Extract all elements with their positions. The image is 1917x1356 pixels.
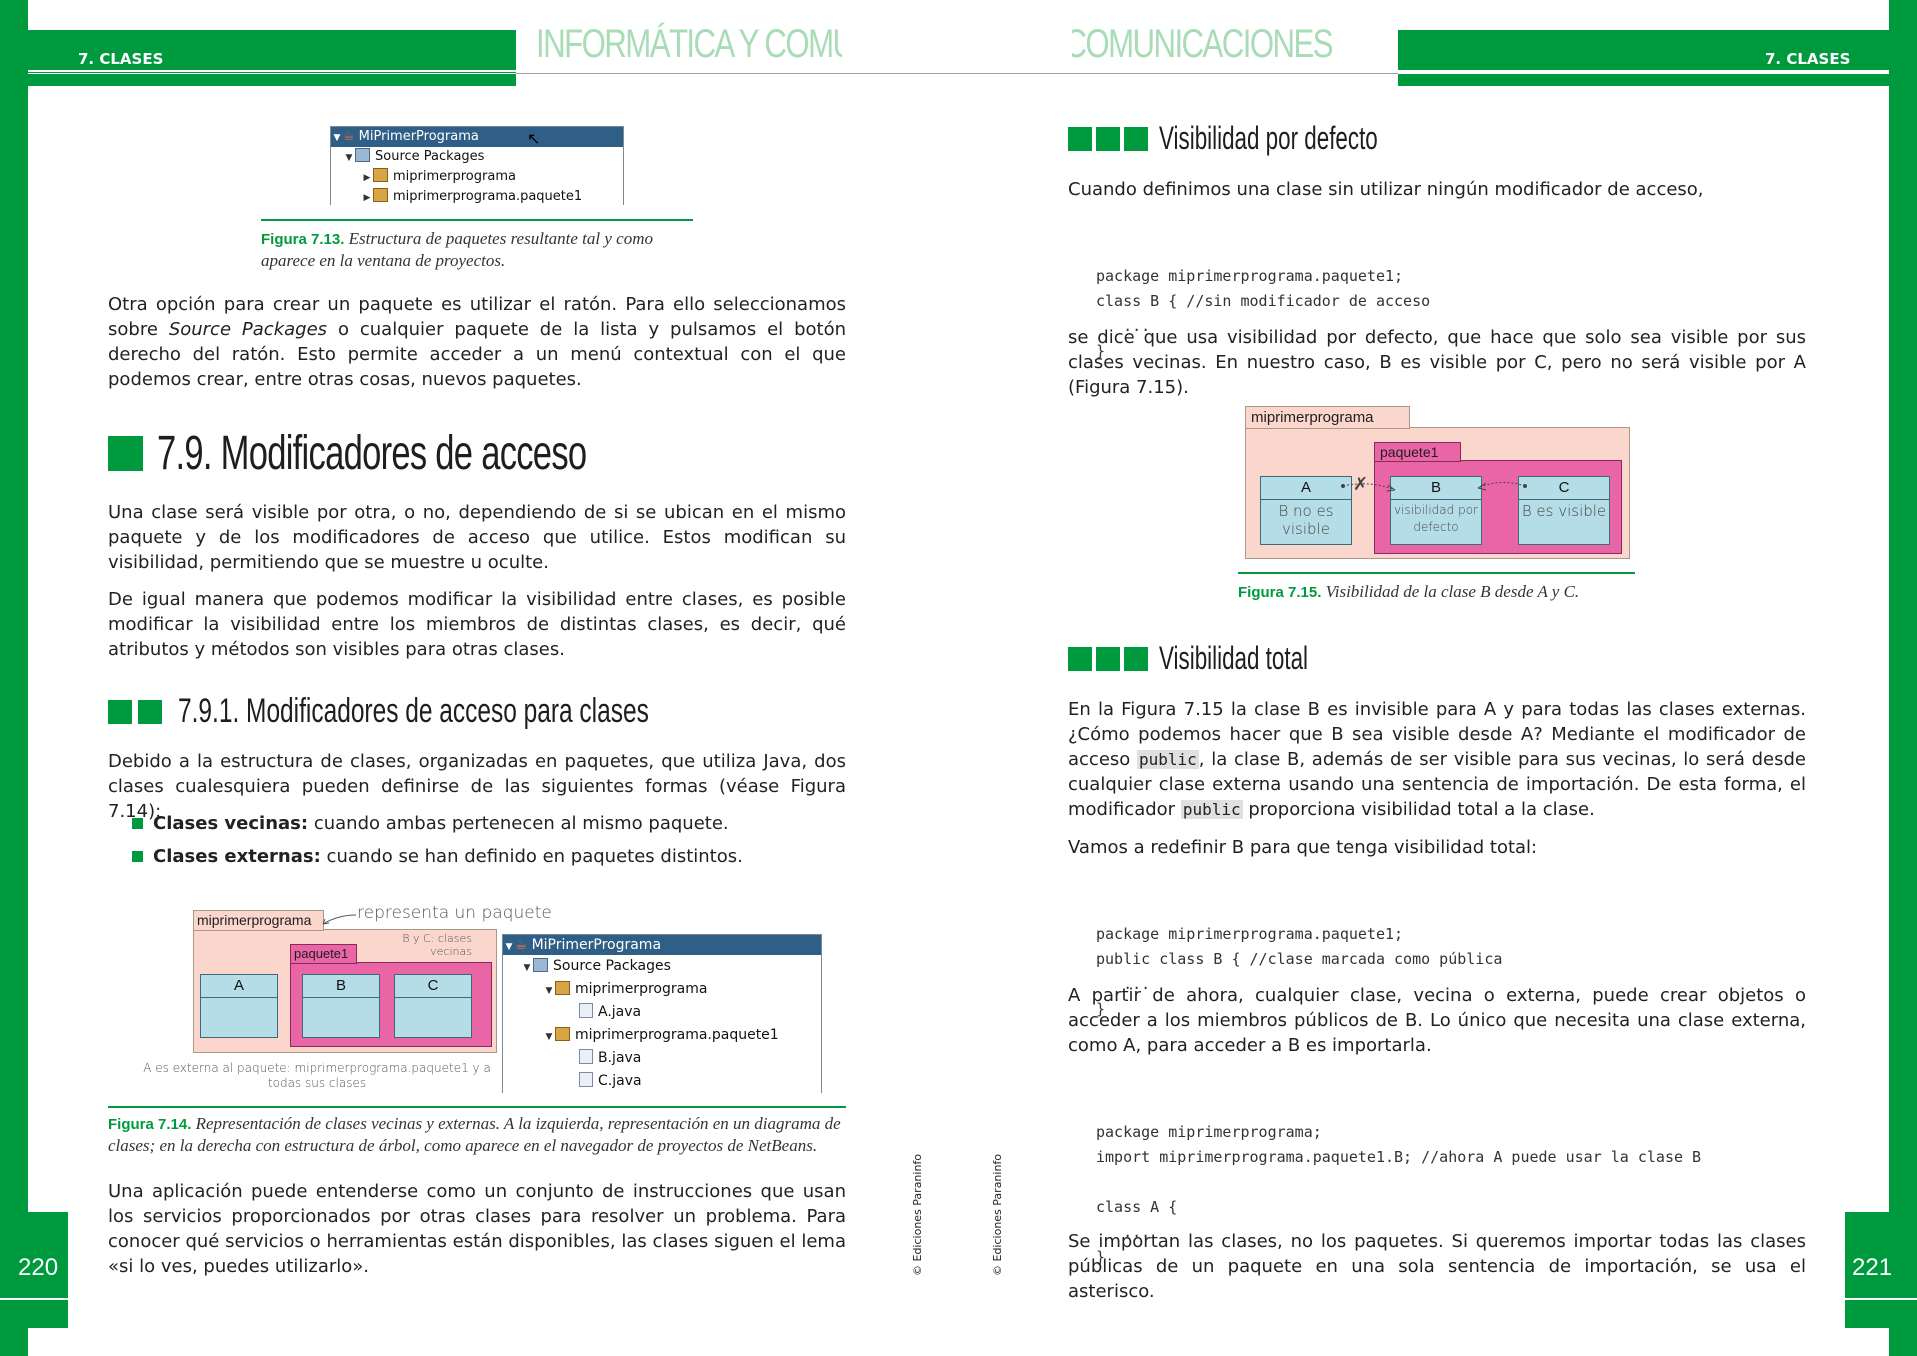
tree14-file-c[interactable]: C.java [503, 1070, 821, 1093]
fig14-caption: Figura 7.14. Representación de clases ve… [108, 1113, 848, 1156]
fig15-package-tab: miprimerprograma [1245, 406, 1410, 429]
page-tab-right [1845, 1212, 1917, 1328]
h-default-square-2 [1096, 127, 1120, 151]
bullet-marker-1 [132, 818, 143, 829]
left-para-5: Una aplicación puede entenderse como un … [108, 1181, 846, 1277]
heading-visibilidad-defecto: Visibilidad por defecto [1159, 120, 1378, 156]
tree-package-main[interactable]: ▶miprimerprograma [363, 168, 516, 184]
code-block-1: package miprimerprograma.paquete1;class … [1096, 267, 1431, 360]
tree14-root[interactable]: ▼☕MiPrimerPrograma [503, 935, 821, 955]
fig14-annotation-mid: B y C: clases vecinas [402, 932, 472, 958]
right-para-1: Cuando definimos una clase sin utilizar … [1068, 179, 1704, 200]
fig14-annotation-top: representa un paquete [357, 903, 552, 923]
fig13-caption-rule [261, 219, 693, 221]
fig14-class-b: B [302, 974, 380, 1038]
header-right-strip [1398, 74, 1889, 86]
copyright-left: © Ediciones Paraninfo [911, 1153, 924, 1276]
fig14-class-a: A [200, 974, 278, 1038]
right-para-3: En la Figura 7.15 la clase B es invisibl… [1068, 699, 1806, 820]
code-block-3: package miprimerprograma;import miprimer… [1096, 1123, 1702, 1266]
fig15-caption-rule [1238, 572, 1635, 574]
left-para-2: Una clase será visible por otra, o no, d… [108, 502, 846, 573]
fig14-project-tree: ▼☕MiPrimerPrograma ▼Source Packages ▼mip… [502, 934, 822, 1093]
left-para-3: De igual manera que podemos modificar la… [108, 589, 846, 660]
fig15-class-c: C B es visible [1518, 476, 1610, 545]
fig15-caption: Figura 7.15. Visibilidad de la clase B d… [1238, 581, 1658, 603]
fig14-subpackage-tab: paquete1 [290, 944, 357, 964]
fig15-caption-label: Figura 7.15. [1238, 584, 1322, 601]
h-total-square-2 [1096, 647, 1120, 671]
bullet-marker-2 [132, 851, 143, 862]
header-left-strip [28, 74, 516, 86]
right-border [1889, 0, 1917, 1356]
keyword-public-1: public [1137, 750, 1199, 769]
heading-visibilidad-total: Visibilidad total [1159, 640, 1309, 676]
fig14-annotation-bottom: A es externa al paquete: miprimerprogram… [143, 1061, 491, 1090]
right-para-4: Vamos a redefinir B para que tenga visib… [1068, 837, 1538, 858]
fig15-subpackage-tab: paquete1 [1374, 442, 1461, 462]
right-para-6: Se importan las clases, no los paquetes.… [1068, 1231, 1806, 1302]
fig15-class-b: B visibilidad por defecto [1390, 476, 1482, 545]
fig14-class-c: C [394, 974, 472, 1038]
code-block-2: package miprimerprograma.paquete1;public… [1096, 925, 1503, 1018]
subsection-heading: 7.9.1. Modificadores de acceso para clas… [178, 692, 649, 730]
title-right-clip: INFORMÁTICA Y COMUNICACIONES [1072, 22, 1382, 72]
fig13-caption-text: Estructura de paquetes resultante tal y … [261, 229, 653, 270]
right-para-2: se dice que usa visibilidad por defecto,… [1068, 327, 1806, 398]
fig15-class-a: A B no es visible [1260, 476, 1352, 545]
fig13-project-tree: ▼☕MiPrimerPrograma↖ ▼Source Packages ▶mi… [330, 126, 624, 205]
chapter-label-right: 7. CLASES [1765, 50, 1851, 68]
keyword-public-2: public [1180, 800, 1243, 819]
copyright-right: © Ediciones Paraninfo [991, 1153, 1004, 1276]
fig13-caption: Figura 7.13. Estructura de paquetes resu… [261, 228, 701, 271]
page-number-right: 221 [1852, 1254, 1893, 1281]
fig14-caption-rule [108, 1106, 846, 1108]
left-para-1: Otra opción para crear un paquete es uti… [108, 294, 846, 390]
header-rule-left [28, 72, 516, 73]
h-total-square-1 [1068, 647, 1092, 671]
page-number-left: 220 [18, 1254, 59, 1281]
fig14-caption-label: Figura 7.14. [108, 1116, 192, 1133]
page-tab-left [0, 1212, 68, 1328]
tree14-file-b[interactable]: B.java [503, 1047, 821, 1070]
fig14-annotation-arrow [322, 914, 357, 925]
section-heading: 7.9. Modificadores de acceso [157, 427, 587, 480]
bullet-item-1: Clases vecinas: cuando ambas pertenecen … [153, 813, 729, 834]
tree14-source-packages[interactable]: ▼Source Packages [523, 958, 671, 974]
right-para-5: A partir de ahora, cualquier clase, veci… [1068, 985, 1806, 1056]
h-default-square-1 [1068, 127, 1092, 151]
tree14-package-sub[interactable]: ▼miprimerprograma.paquete1 [545, 1027, 779, 1043]
h-total-square-3 [1124, 647, 1148, 671]
fig13-caption-label: Figura 7.13. [261, 231, 345, 248]
tree-source-packages[interactable]: ▼Source Packages [345, 148, 485, 164]
fig15-arrows: ✗ [1341, 474, 1527, 495]
fig15-caption-text: Visibilidad de la clase B desde A y C. [1325, 582, 1580, 601]
page-tab-left-rule [0, 1298, 68, 1300]
title-left-clip: INFORMÁTICA Y COMUNICACIONES [536, 22, 842, 72]
header-title-right: INFORMÁTICA Y COMUNICACIONES [1072, 22, 1334, 66]
chapter-label-left: 7. CLASES [78, 50, 164, 68]
tree-package-sub[interactable]: ▶miprimerprograma.paquete1 [363, 188, 583, 204]
svg-text:✗: ✗ [1353, 474, 1368, 495]
header-left-bar [0, 30, 516, 70]
page-tab-right-rule [1845, 1298, 1917, 1300]
subsection-square-2 [138, 700, 162, 724]
tree14-file-a[interactable]: A.java [503, 1001, 821, 1024]
tree-root[interactable]: ▼☕MiPrimerPrograma↖ [331, 127, 623, 148]
h-default-square-3 [1124, 127, 1148, 151]
fig14-package-tab: miprimerprograma [193, 910, 324, 931]
header-right-bar [1398, 30, 1917, 70]
left-para-4: Debido a la estructura de clases, organi… [108, 751, 846, 822]
bullet-item-2: Clases externas: cuando se han definido … [153, 846, 743, 867]
header-title-left: INFORMÁTICA Y COMUNICACIONES [536, 22, 842, 66]
fig14-caption-text: Representación de clases vecinas y exter… [108, 1114, 841, 1155]
subsection-square-1 [108, 700, 132, 724]
tree14-package-main[interactable]: ▼miprimerprograma [545, 981, 708, 997]
section-square [108, 436, 143, 471]
header-rule-center [516, 73, 1398, 74]
left-border [0, 0, 28, 1356]
